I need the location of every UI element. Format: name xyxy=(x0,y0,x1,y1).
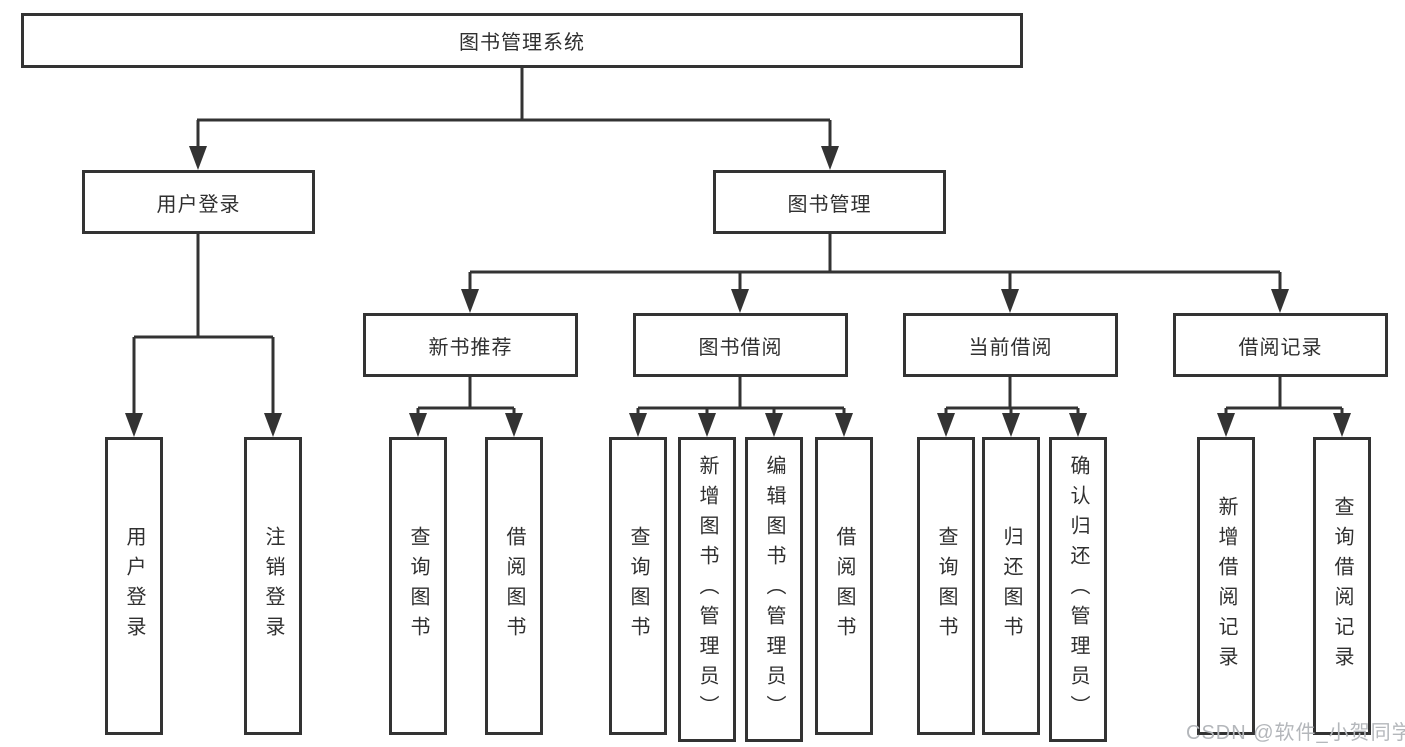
node-user-login-branch: 用户登录 xyxy=(82,170,315,234)
node-current-borrowing: 当前借阅 xyxy=(903,313,1118,377)
node-label: 新增图书（管理员） xyxy=(696,454,718,725)
node-user-login: 用户登录 xyxy=(105,437,163,735)
node-label: 确认归还（管理员） xyxy=(1067,454,1089,725)
node-label: 用户登录 xyxy=(156,193,241,216)
node-add-borrow-record: 新增借阅记录 xyxy=(1197,437,1255,735)
node-label: 当前借阅 xyxy=(968,336,1053,359)
node-label: 图书管理 xyxy=(787,193,872,216)
node-edit-book-admin: 编辑图书（管理员） xyxy=(745,437,803,742)
node-label: 用户登录 xyxy=(123,526,145,646)
node-borrow-books-recommend: 借阅图书 xyxy=(485,437,543,735)
node-label: 新增借阅记录 xyxy=(1215,496,1237,676)
node-return-books: 归还图书 xyxy=(982,437,1040,735)
node-book-borrowing: 图书借阅 xyxy=(633,313,848,377)
node-query-books-borrowing: 查询图书 xyxy=(609,437,667,735)
node-label: 图书管理系统 xyxy=(459,32,585,54)
node-library-management-system: 图书管理系统 xyxy=(21,13,1023,68)
node-book-management-branch: 图书管理 xyxy=(713,170,946,234)
node-logout: 注销登录 xyxy=(244,437,302,735)
arrowheads xyxy=(125,146,1351,437)
node-query-books-recommend: 查询图书 xyxy=(389,437,447,735)
node-query-books-current: 查询图书 xyxy=(917,437,975,735)
node-borrow-books-borrowing: 借阅图书 xyxy=(815,437,873,735)
node-label: 查询图书 xyxy=(935,526,957,646)
node-label: 新书推荐 xyxy=(428,336,513,359)
node-label: 编辑图书（管理员） xyxy=(763,454,785,725)
node-label: 图书借阅 xyxy=(698,336,783,359)
node-add-book-admin: 新增图书（管理员） xyxy=(678,437,736,742)
node-confirm-return-admin: 确认归还（管理员） xyxy=(1049,437,1107,742)
node-label: 查询图书 xyxy=(627,526,649,646)
node-label: 归还图书 xyxy=(1000,526,1022,646)
node-label: 查询借阅记录 xyxy=(1331,496,1353,676)
node-label: 借阅记录 xyxy=(1238,336,1323,359)
node-query-borrow-record: 查询借阅记录 xyxy=(1313,437,1371,735)
node-label: 查询图书 xyxy=(407,526,429,646)
node-label: 注销登录 xyxy=(262,526,284,646)
node-label: 借阅图书 xyxy=(503,526,525,646)
node-label: 借阅图书 xyxy=(833,526,855,646)
node-borrowing-records: 借阅记录 xyxy=(1173,313,1388,377)
node-new-book-recommend: 新书推荐 xyxy=(363,313,578,377)
csdn-watermark: CSDN @软件_小贺同学 xyxy=(1186,722,1405,744)
